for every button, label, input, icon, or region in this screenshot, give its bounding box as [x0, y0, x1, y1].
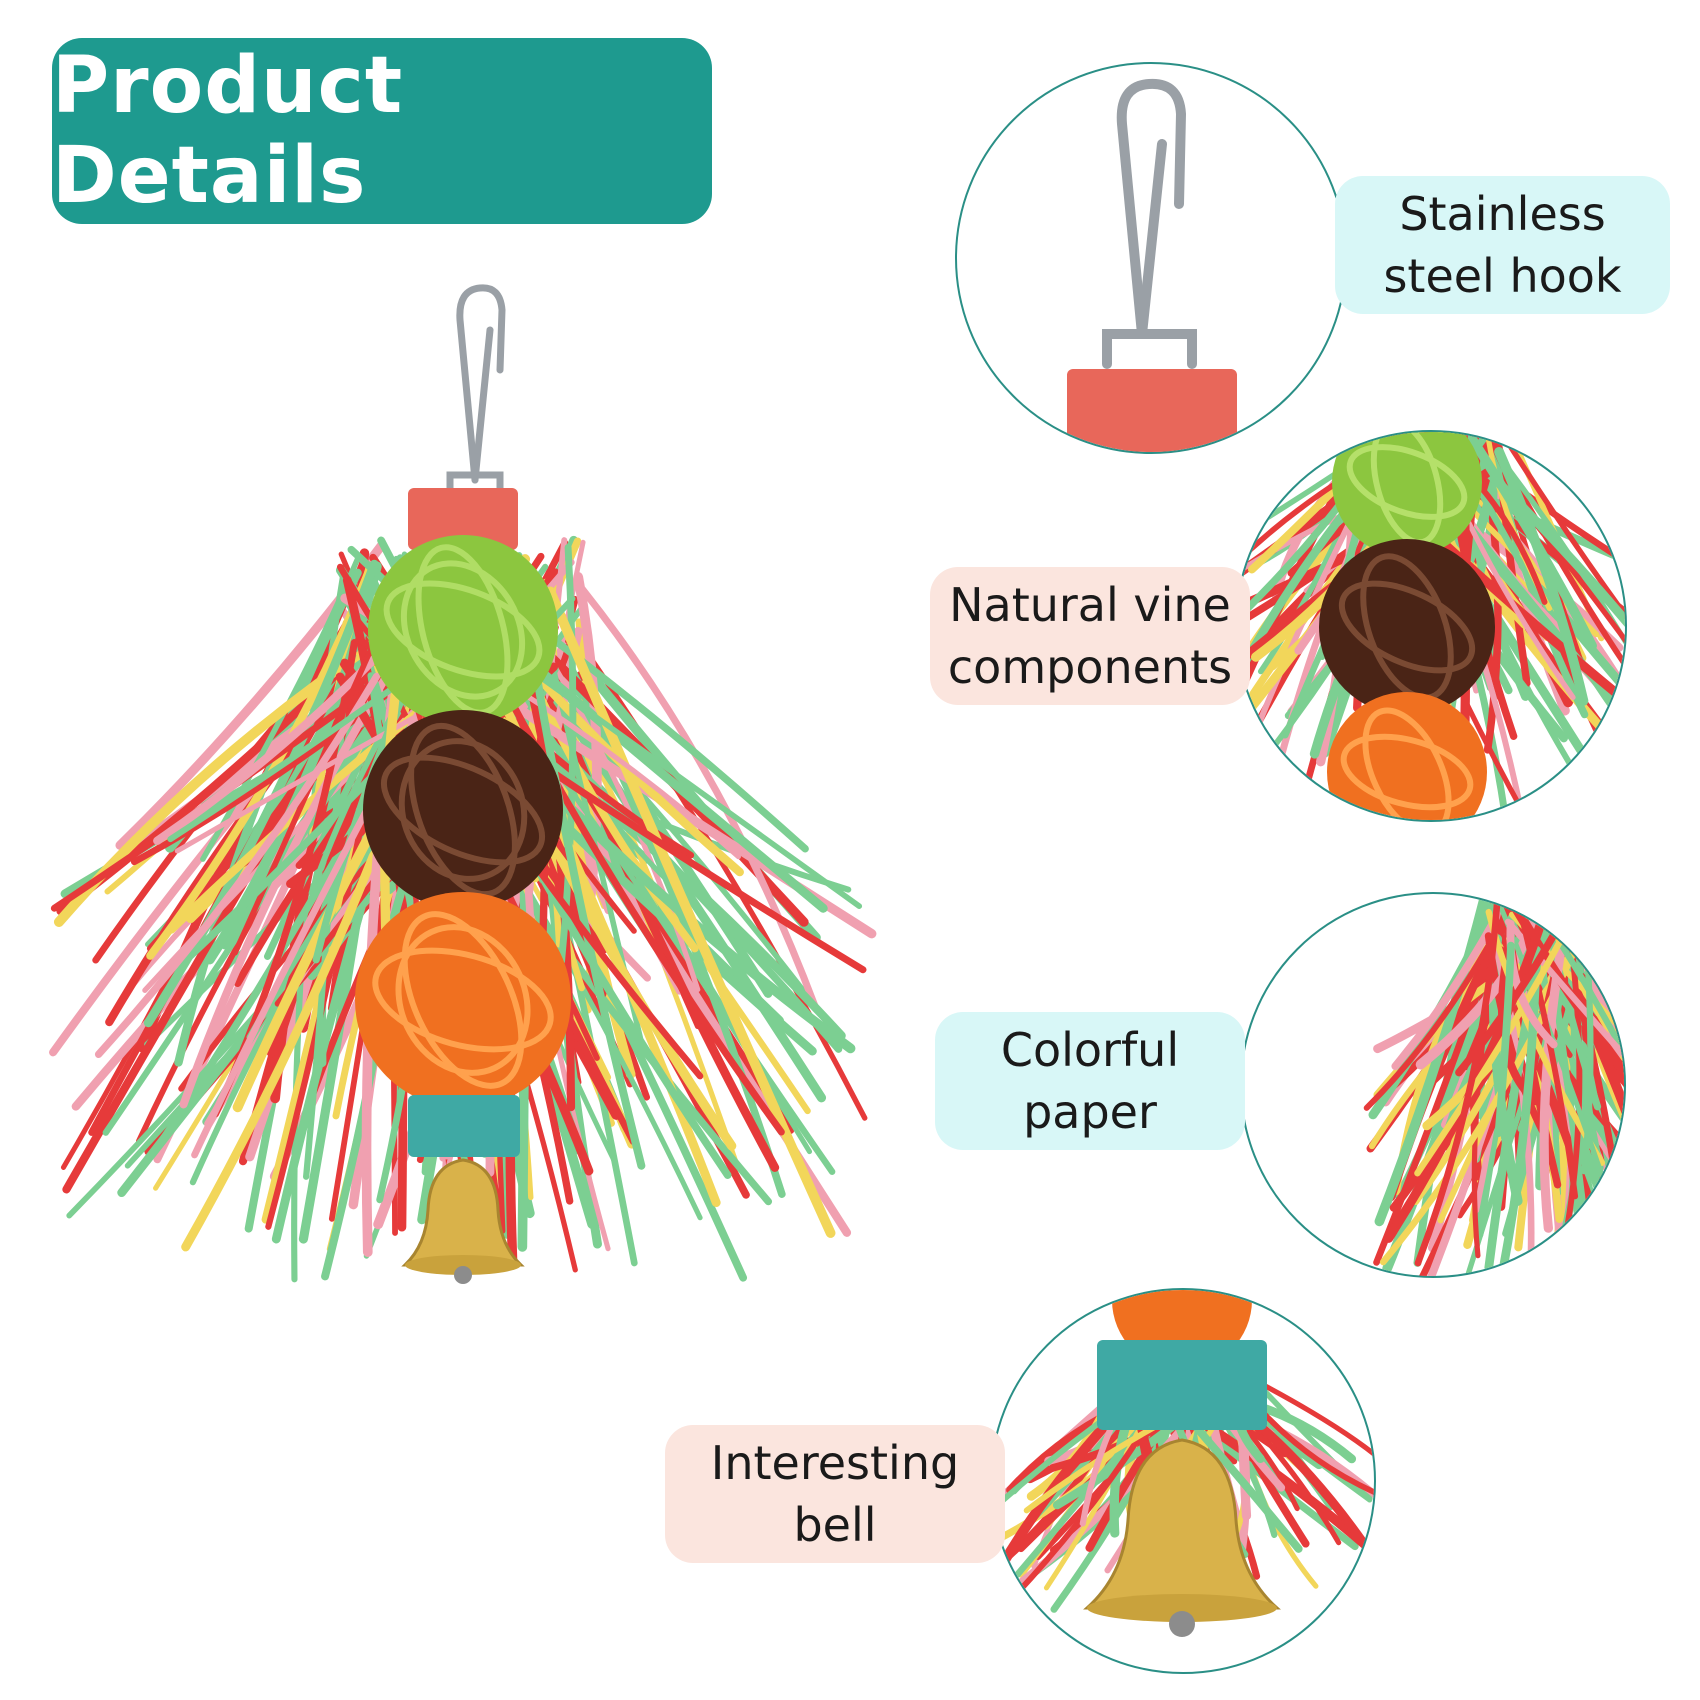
bell-closeup-icon	[992, 1290, 1374, 1637]
vine-detail-circle	[1235, 430, 1627, 822]
bell-icon	[401, 1158, 525, 1284]
wood-block-top	[408, 488, 518, 550]
shredded-paper-icon	[1363, 894, 1624, 1276]
orange-vine-ball	[355, 892, 571, 1108]
product-details-banner: Product Details	[52, 38, 712, 224]
page-title: Product Details	[52, 41, 404, 221]
hook-detail-circle	[955, 62, 1347, 454]
label-natural-vine-components: Natural vine components	[930, 567, 1250, 705]
label-colorful-paper: Colorful paper	[935, 1012, 1245, 1150]
wood-block-bottom	[408, 1095, 520, 1157]
paper-detail-circle	[1240, 892, 1626, 1278]
vine-balls-icon	[1237, 432, 1625, 820]
label-interesting-bell: Interesting bell	[665, 1425, 1005, 1563]
steel-hook-icon	[1067, 78, 1237, 452]
bird-toy-image	[30, 280, 910, 1410]
hook-icon	[446, 284, 506, 499]
bell-detail-circle	[990, 1288, 1376, 1674]
label-stainless-steel-hook: Stainless steel hook	[1335, 176, 1670, 314]
